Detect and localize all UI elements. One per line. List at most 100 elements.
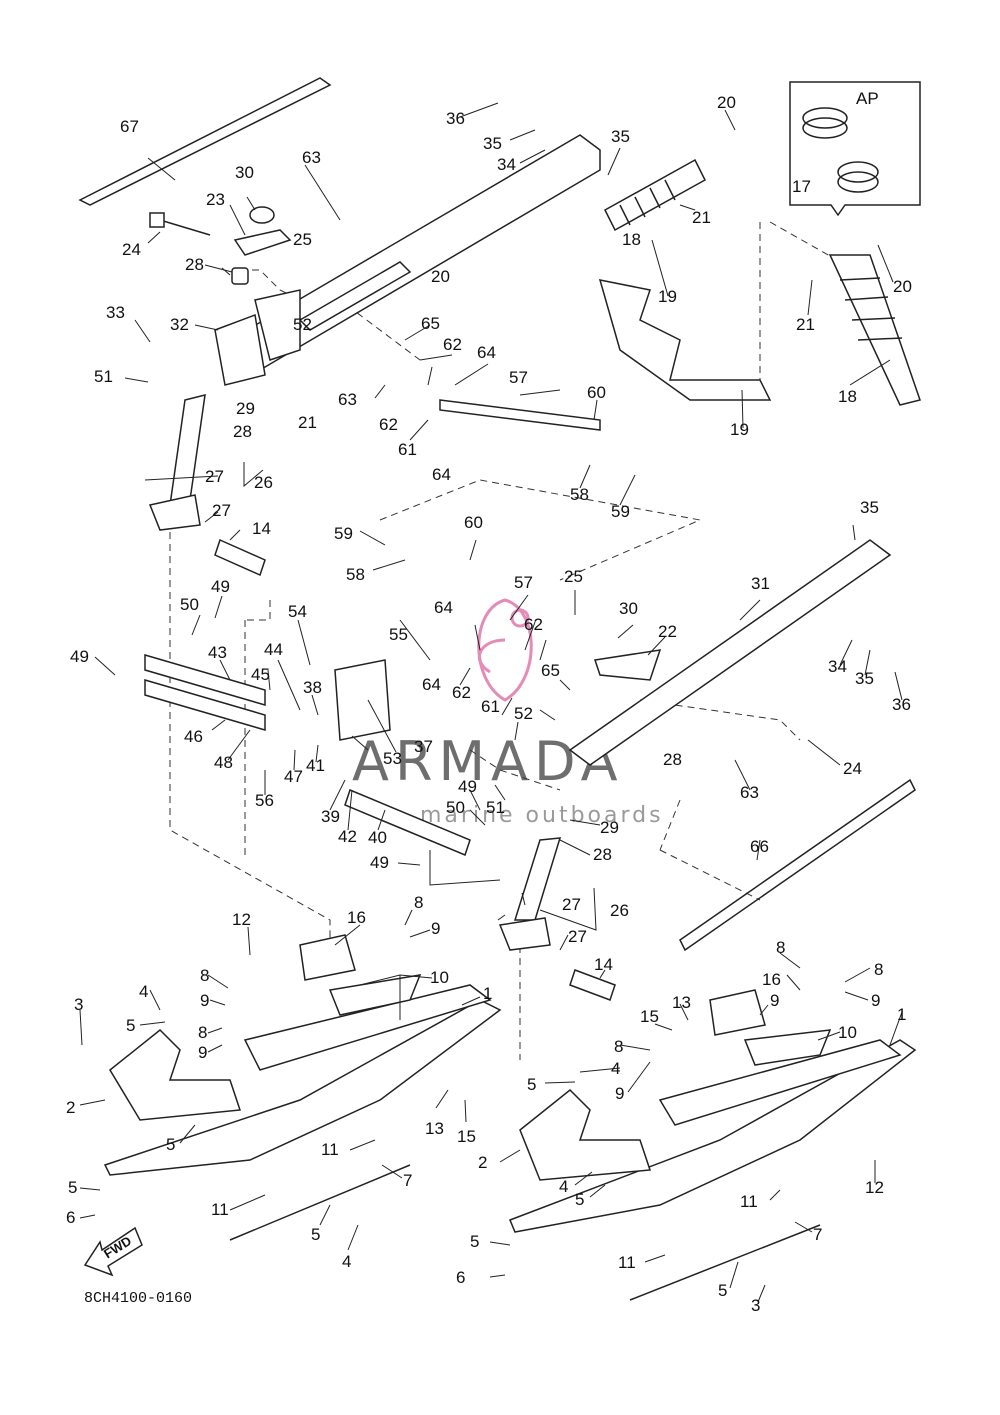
callout-3-b: 3	[751, 1296, 760, 1315]
callout-37: 37	[414, 737, 433, 756]
watermark-tagline: marine outboards	[420, 803, 664, 828]
callout-44: 44	[264, 640, 283, 659]
callout-5-h: 5	[718, 1281, 727, 1300]
leader-lines	[79, 102, 903, 1303]
callout-8-f: 8	[614, 1037, 623, 1056]
callout-14-b: 14	[594, 955, 613, 974]
callout-53: 53	[383, 749, 402, 768]
callout-28-d: 28	[593, 845, 612, 864]
callout-2-a: 2	[66, 1098, 75, 1117]
callout-36-b: 36	[892, 695, 911, 714]
callout-11-c: 11	[740, 1192, 758, 1211]
callout-33: 33	[106, 303, 125, 322]
callout-41: 41	[306, 756, 325, 775]
callout-18-a: 18	[622, 230, 641, 249]
callout-28-c: 28	[663, 750, 682, 769]
callout-34-a: 34	[497, 155, 516, 174]
callout-30-b: 30	[619, 599, 638, 618]
callout-23: 23	[206, 190, 225, 209]
callout-55: 55	[389, 625, 408, 644]
callout-49-b: 49	[70, 647, 89, 666]
callout-8-b: 8	[776, 938, 785, 957]
callout-15-b: 15	[457, 1127, 476, 1146]
callout-9-e: 9	[198, 1043, 207, 1062]
callout-26-b: 26	[610, 901, 629, 920]
callout-59-b: 59	[334, 524, 353, 543]
watermark: ARMADA marine outboards	[352, 598, 664, 828]
callout-11-d: 11	[618, 1253, 636, 1272]
callout-49-d: 49	[370, 853, 389, 872]
callout-63-b: 63	[338, 390, 357, 409]
callout-64-b: 64	[432, 465, 451, 484]
drawing-code: 8CH4100-0160	[84, 1290, 192, 1307]
callout-5-f: 5	[311, 1225, 320, 1244]
callout-27-a: 27	[205, 467, 224, 486]
callout-24-b: 24	[843, 759, 862, 778]
callout-19-a: 19	[658, 287, 677, 306]
callout-9-c: 9	[770, 991, 779, 1010]
callout-8-c: 8	[874, 960, 883, 979]
reference-lines	[169, 221, 831, 1060]
callout-9-d: 9	[200, 991, 209, 1010]
callout-35-b: 35	[611, 127, 630, 146]
callout-32: 32	[170, 315, 189, 334]
callout-5-g: 5	[470, 1232, 479, 1251]
callout-21-b: 21	[692, 208, 711, 227]
callout-29-a: 29	[236, 399, 255, 418]
callout-4-b: 4	[611, 1059, 620, 1078]
callout-5-b: 5	[527, 1075, 536, 1094]
callout-61-a: 61	[398, 440, 417, 459]
callout-43: 43	[208, 643, 227, 662]
decal-67-shape	[78, 77, 332, 206]
callout-24: 24	[122, 240, 141, 259]
callout-39: 39	[321, 807, 340, 826]
callout-60-b: 60	[464, 513, 483, 532]
callout-50-b: 50	[446, 798, 465, 817]
callout-63: 63	[302, 148, 321, 167]
callout-7-b: 7	[813, 1225, 822, 1244]
callout-5-d: 5	[68, 1178, 77, 1197]
callout-8-a: 8	[414, 893, 423, 912]
callout-28-b: 28	[233, 422, 252, 441]
callout-63-c: 63	[740, 783, 759, 802]
callout-34-b: 34	[828, 657, 847, 676]
callout-9-b: 9	[871, 991, 880, 1010]
callout-29-b: 29	[600, 818, 619, 837]
callout-5-e: 5	[575, 1190, 584, 1209]
callout-35-a: 35	[483, 134, 502, 153]
callout-58-a: 58	[570, 485, 589, 504]
callout-62-c: 62	[524, 615, 543, 634]
callout-31: 31	[751, 574, 770, 593]
callout-67: 67	[120, 117, 139, 136]
callout-4-d: 4	[342, 1252, 351, 1271]
callout-49-c: 49	[458, 777, 477, 796]
callout-62-d: 62	[452, 683, 471, 702]
callout-8-e: 8	[198, 1023, 207, 1042]
callout-52-a: 52	[293, 315, 312, 334]
callout-13-b: 13	[425, 1119, 444, 1138]
callout-27-b: 27	[212, 501, 231, 520]
callout-21-c: 21	[796, 315, 815, 334]
callout-40: 40	[368, 828, 387, 847]
ski-right-shape	[509, 1039, 917, 1233]
callout-16-a: 16	[347, 908, 366, 927]
callout-2-b: 2	[478, 1153, 487, 1172]
callout-10-b: 10	[838, 1023, 857, 1042]
callout-30: 30	[235, 163, 254, 182]
callout-46: 46	[184, 727, 203, 746]
callout-64-a: 64	[477, 343, 496, 362]
callout-1-a: 1	[483, 984, 492, 1003]
part-drawings	[78, 77, 921, 1301]
callout-4-a: 4	[139, 982, 148, 1001]
callout-61-b: 61	[481, 697, 500, 716]
callouts: 67 63 30 23 24 25 28 33 32 52 51 29 21 2…	[66, 89, 912, 1315]
callout-64-c: 64	[434, 598, 453, 617]
callout-13-a: 13	[672, 993, 691, 1012]
callout-56: 56	[255, 791, 274, 810]
callout-65-a: 65	[421, 314, 440, 333]
callout-51-b: 51	[486, 798, 505, 817]
callout-49-a: 49	[211, 577, 230, 596]
callout-64-d: 64	[422, 675, 441, 694]
ski-left-handle	[109, 1028, 242, 1121]
